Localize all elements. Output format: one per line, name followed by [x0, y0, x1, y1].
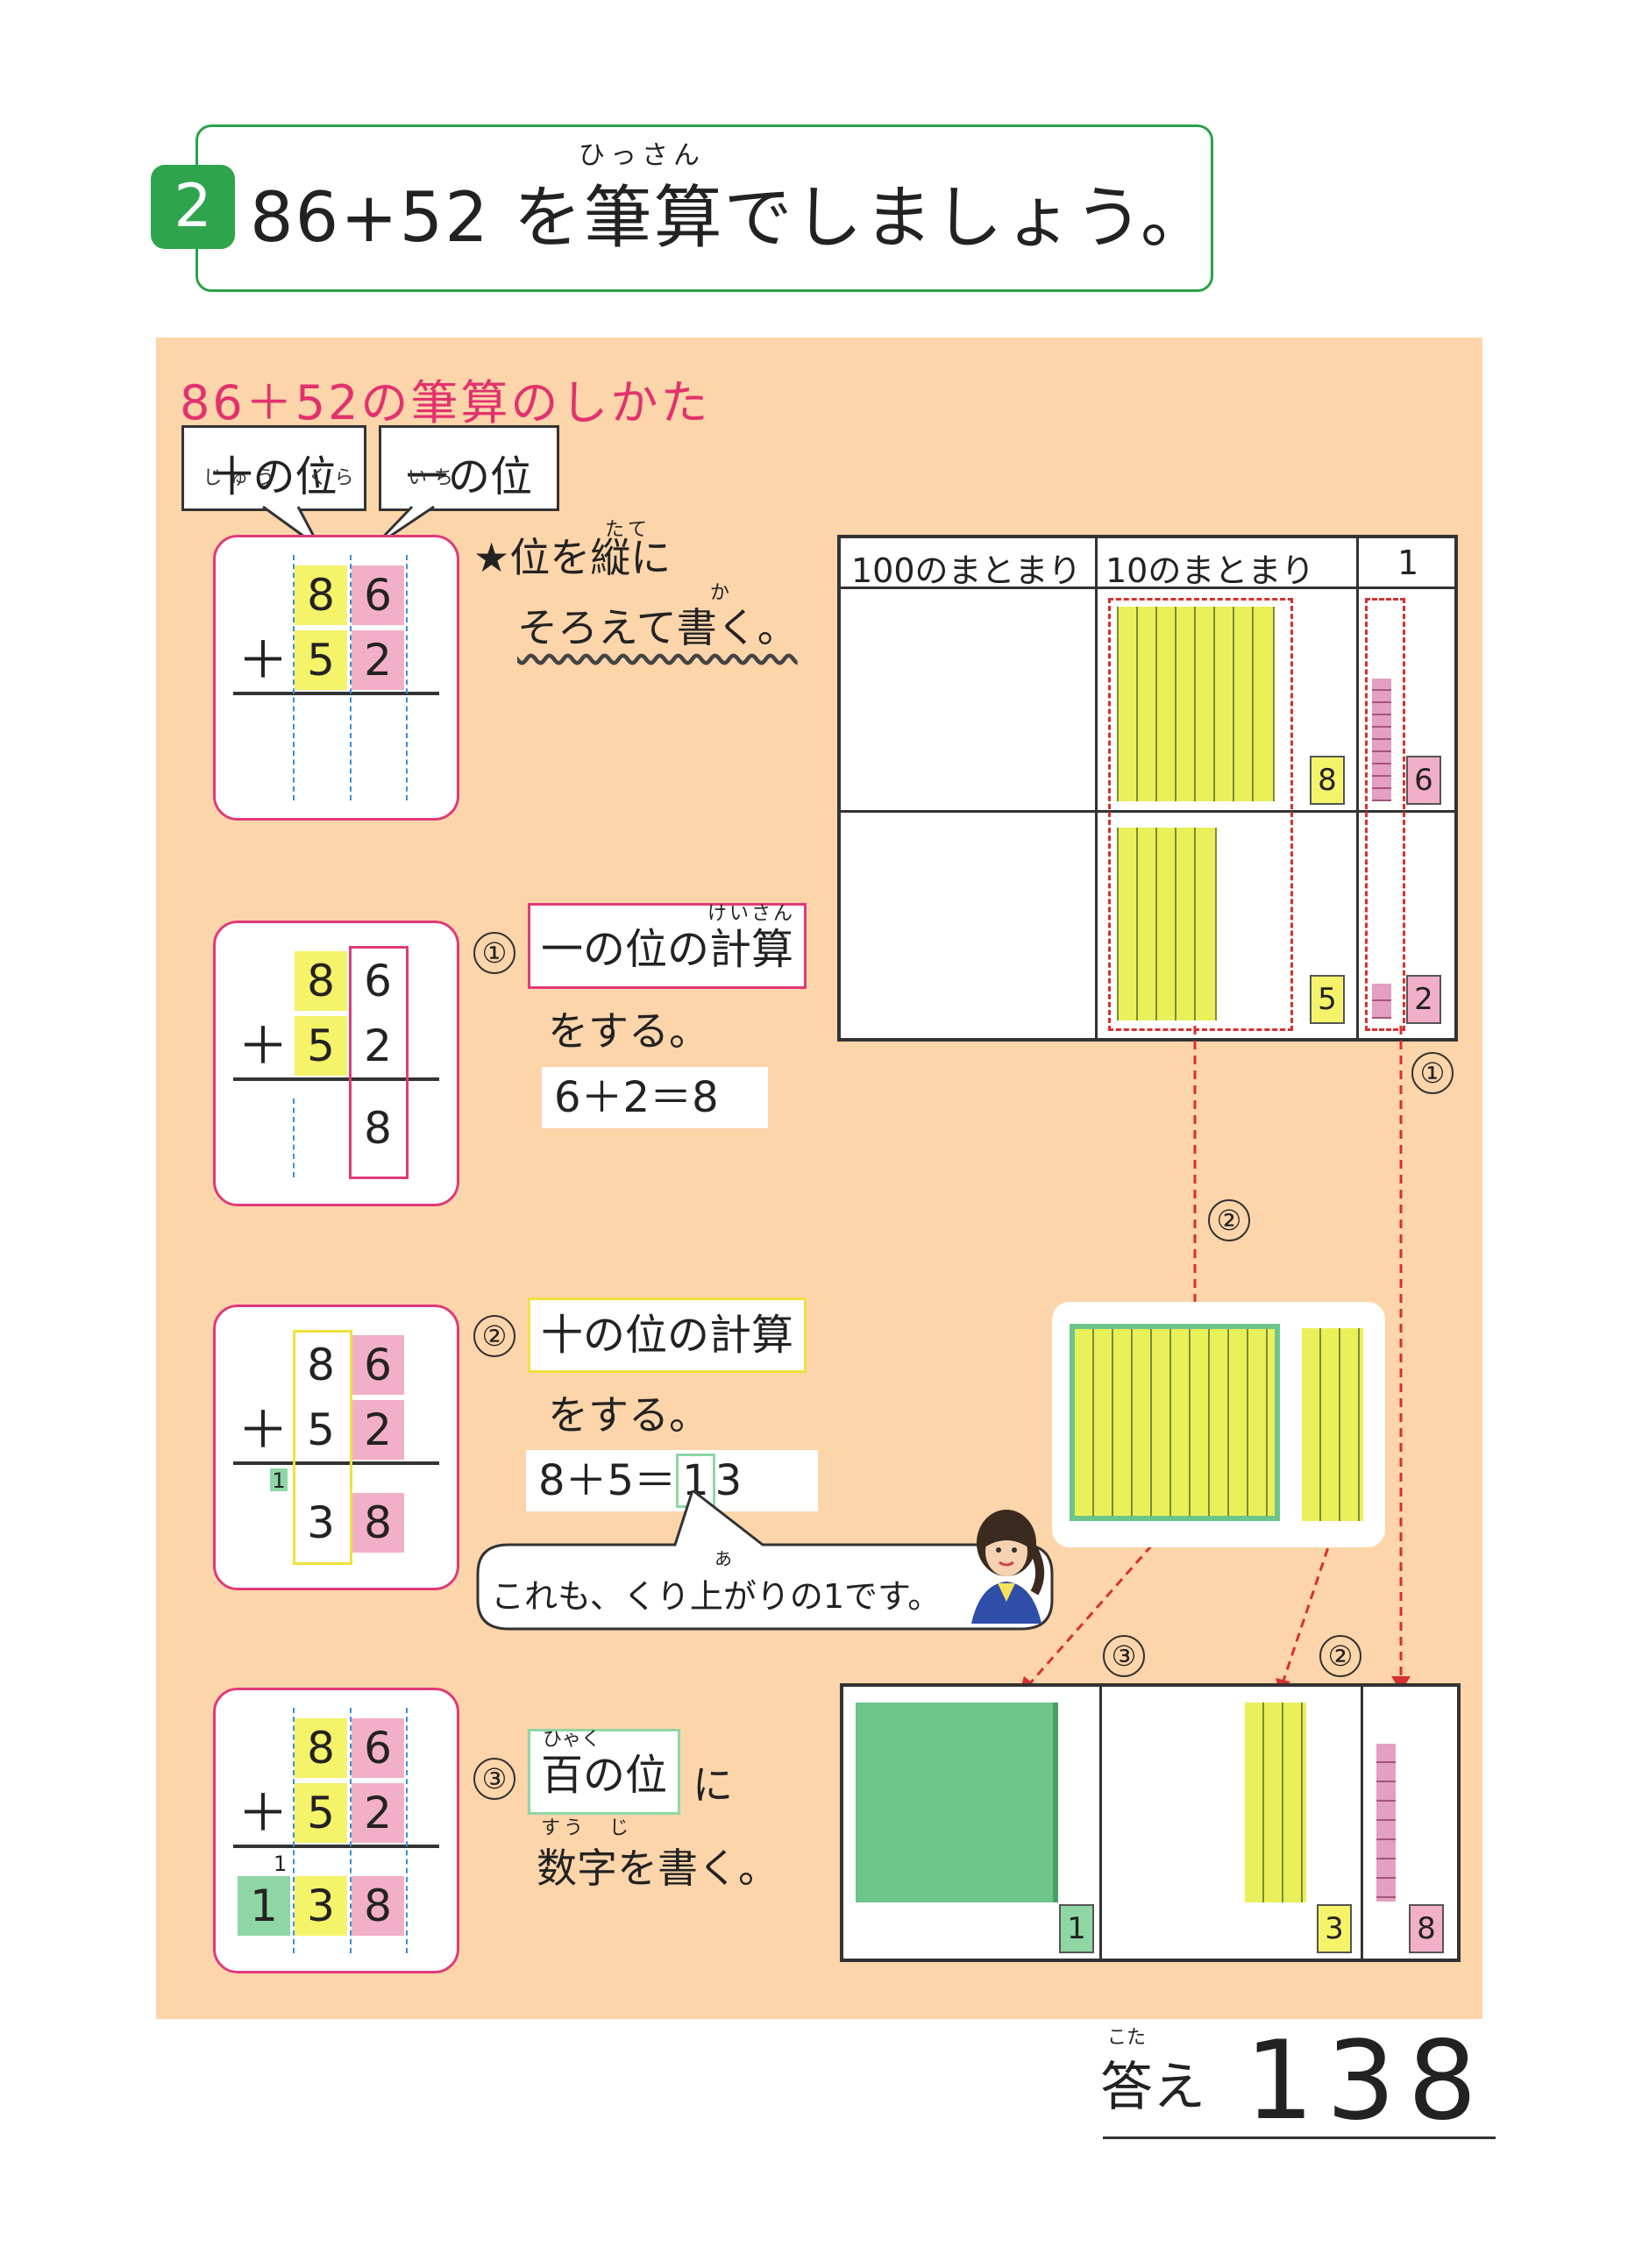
hissan-card-step2: 8 6 ＋ 5 2 1 3 8	[213, 1305, 459, 1590]
tens-rods-8	[1117, 607, 1283, 801]
guide-line	[406, 1708, 408, 1953]
digit-ones-top: 6	[352, 1718, 404, 1778]
sum-line	[233, 1845, 439, 1848]
problem-header-box	[195, 124, 1213, 292]
step1-suffix: をする。	[548, 1007, 709, 1055]
hundred-block	[856, 1703, 1058, 1902]
blocks-table-result: 1 3 8	[840, 1683, 1461, 1962]
ones-column-highlight	[349, 946, 409, 1179]
sum-line	[233, 1461, 439, 1465]
count-tag: 8	[1409, 1904, 1444, 1953]
ones-place-label: いち 一の位	[379, 425, 559, 511]
digit-tens-bottom: 5	[295, 630, 347, 690]
count-tag: 6	[1406, 756, 1441, 805]
marker-2b: ②	[1319, 1635, 1361, 1677]
step2-number: ②	[473, 1315, 515, 1357]
guide-line	[406, 555, 408, 800]
header-tens: 10のまとまり	[1105, 551, 1315, 590]
digit-ones-top: 6	[364, 956, 392, 1006]
digit-ones-top: 6	[352, 1335, 404, 1395]
digit-hundreds-result: 1	[238, 1876, 290, 1936]
digit-ones-bottom: 2	[352, 1400, 404, 1460]
answer-value: 138	[1245, 2018, 1489, 2144]
panel-title: 86＋52の筆算のしかた	[180, 375, 711, 430]
teacher-avatar	[971, 1510, 1044, 1624]
step3-box: ひゃく 百の位	[528, 1729, 681, 1815]
step1-equation: 6＋2＝8	[542, 1067, 768, 1128]
tens-column-highlight	[293, 1330, 352, 1565]
plus-sign: ＋	[238, 1783, 289, 1843]
carry-digit: 1	[274, 1852, 288, 1876]
digit-ones-result: 8	[352, 1493, 404, 1553]
count-tag: 1	[1059, 1904, 1094, 1953]
guide-line	[350, 1708, 352, 1953]
digit-ones-top: 6	[352, 565, 404, 625]
hissan-card-setup: 8 6 ＋ 5 2	[213, 535, 459, 821]
guide-line	[293, 1708, 295, 1953]
step3-line2: すう じ 数字を書く。	[537, 1817, 778, 1892]
plus-sign: ＋	[238, 630, 289, 690]
digit-ones-bottom: 2	[352, 1783, 404, 1843]
digit-tens-bottom: 5	[295, 1783, 347, 1843]
guide-line	[350, 555, 352, 800]
answer-label: こた 答え	[1100, 2027, 1205, 2118]
regroup-box	[1052, 1302, 1385, 1547]
step2-box: 十の位の計算	[528, 1298, 807, 1373]
blocks-table-top: 100のまとまり 10のまとまり 1 8 6 5 2	[837, 535, 1458, 1042]
digit-tens-bottom: 5	[295, 1016, 347, 1076]
ones-cubes-2	[1372, 984, 1391, 1019]
marker-1: ①	[1411, 1052, 1454, 1094]
digit-ones-result: 8	[364, 1103, 392, 1154]
digit-ones-result: 8	[352, 1876, 404, 1936]
step2-suffix: をする。	[548, 1391, 709, 1439]
header-hundreds: 100のまとまり	[851, 551, 1082, 590]
ones-group-outline	[1365, 598, 1405, 1031]
count-tag: 8	[1310, 756, 1345, 805]
digit-ones-bottom: 2	[352, 630, 404, 690]
hissan-card-step3: 8 6 ＋ 5 2 1 1 3 8	[213, 1688, 459, 1973]
step1-box: けいさん 一の位の計算	[528, 903, 807, 989]
digit-tens-top: 8	[295, 1718, 347, 1778]
digit-tens-bottom: 5	[307, 1404, 335, 1455]
answer-underline	[1103, 2136, 1496, 2139]
step3-number: ③	[473, 1758, 515, 1800]
step3-suffix: に	[693, 1761, 733, 1809]
count-tag: 2	[1406, 975, 1441, 1024]
carry-digit: 1	[270, 1468, 288, 1493]
hissan-ruby: ひっさん	[579, 140, 705, 171]
speech-text: あ これも、くり上がりの1です。	[491, 1548, 942, 1616]
guide-line	[293, 555, 295, 800]
problem-number-badge: 2	[151, 165, 235, 249]
ones-cubes-6	[1372, 679, 1391, 801]
tens-rods-5	[1117, 828, 1231, 1020]
tens-group-outline	[1108, 598, 1293, 1031]
sum-line	[233, 692, 439, 695]
marker-3: ③	[1103, 1635, 1145, 1677]
step1-number: ①	[473, 932, 515, 974]
hissan-card-step1: 8 6 ＋ 5 2 8	[213, 921, 459, 1206]
ten-rods-bundle	[1070, 1324, 1280, 1521]
digit-tens-result: 3	[307, 1497, 335, 1548]
intro-text: たて ★位を縦に か そろえて書く。	[473, 519, 798, 651]
plus-sign: ＋	[238, 1400, 289, 1460]
digit-tens-top: 8	[307, 1340, 335, 1390]
count-tag: 3	[1317, 1904, 1352, 1953]
three-tens-result	[1245, 1703, 1306, 1902]
guide-line	[293, 1098, 295, 1177]
header-ones: 1	[1397, 544, 1419, 582]
count-tag: 5	[1310, 975, 1345, 1024]
problem-title: 86+52 を筆算でしましょう。	[250, 179, 1211, 258]
digit-tens-top: 8	[295, 951, 347, 1011]
sum-line	[233, 1077, 439, 1081]
plus-sign: ＋	[238, 1016, 289, 1076]
marker-2: ②	[1208, 1199, 1250, 1241]
speech-bubble	[476, 1490, 1054, 1631]
digit-ones-bottom: 2	[364, 1020, 392, 1071]
digit-tens-result: 3	[295, 1876, 347, 1936]
three-tens-rods	[1302, 1328, 1363, 1521]
digit-tens-top: 8	[295, 565, 347, 625]
ones-cubes-8	[1376, 1744, 1396, 1902]
